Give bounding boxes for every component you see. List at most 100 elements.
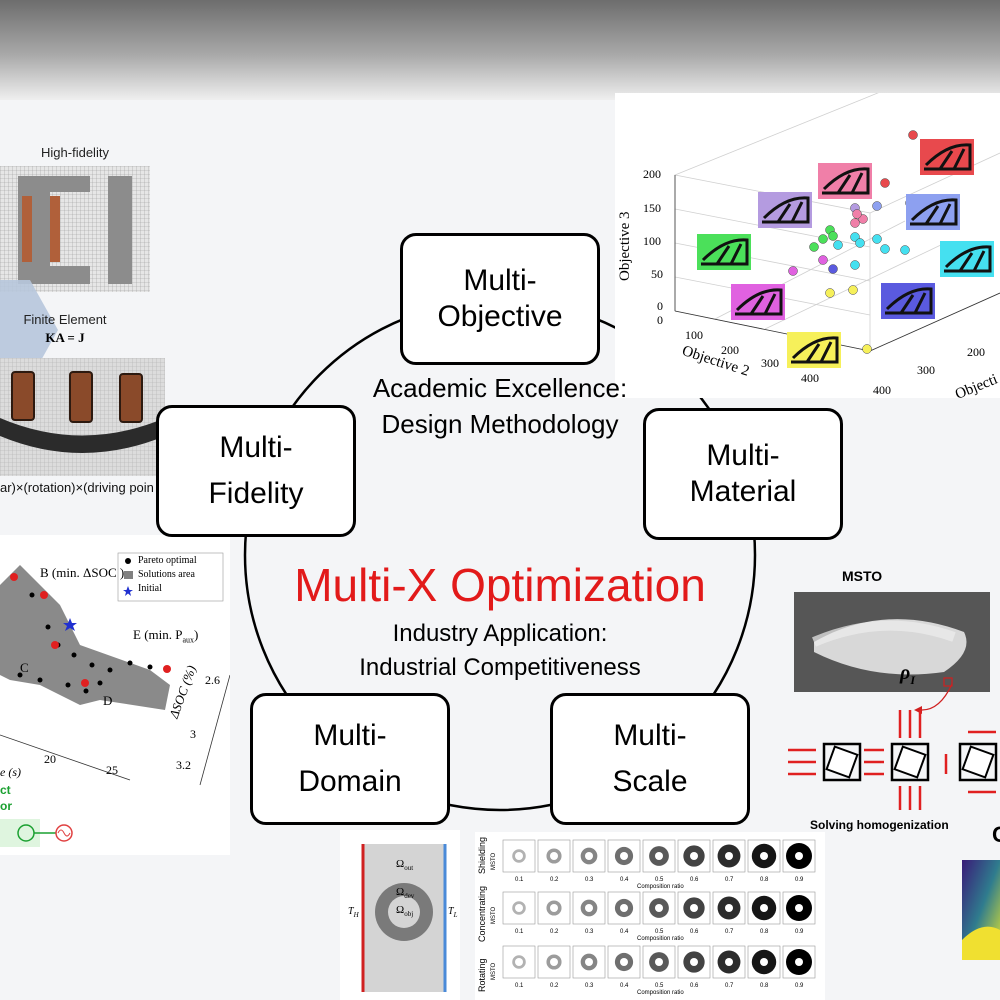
high-fidelity-mesh-image <box>0 166 150 292</box>
point-e-text: E (min. P <box>133 627 183 642</box>
y-tick-400: 400 <box>801 371 819 385</box>
finite-element-label: Finite Element <box>23 312 107 327</box>
ratio-cell <box>747 839 781 873</box>
green-label-2: or <box>0 799 12 813</box>
omega-obj-sub: obj <box>404 910 414 919</box>
objective-point <box>852 209 862 219</box>
high-fidelity-label: High-fidelity <box>41 145 109 160</box>
ratio-tick: 0.6 <box>690 877 699 883</box>
ratio-cell <box>712 945 746 979</box>
topology-thumbnail <box>758 192 812 228</box>
circuit-icon <box>0 819 73 847</box>
ratio-cell <box>502 945 536 979</box>
homogenization-cells <box>788 683 998 810</box>
ratio-cell <box>677 839 711 873</box>
msto-density-image <box>794 592 990 692</box>
node-multi-domain-text: Multi-Domain <box>298 713 401 805</box>
time-axis-label: e (s) <box>0 765 21 779</box>
z-tick-0: 0 <box>657 299 663 313</box>
topology-thumbnail <box>920 139 974 175</box>
time-tick-1: 20 <box>44 752 56 766</box>
objective-point <box>828 231 838 241</box>
ratio-tick: 0.5 <box>655 983 664 989</box>
y-tick-300: 300 <box>761 356 779 370</box>
th-label: TH <box>348 906 359 919</box>
x-tick-300: 300 <box>917 363 935 377</box>
ratio-tick: 0.3 <box>585 929 594 935</box>
objective-point <box>828 264 838 274</box>
objective-point <box>850 260 860 270</box>
omega-dev-symbol: Ω <box>396 886 405 898</box>
soc-tick-1: 2.6 <box>205 673 220 687</box>
ratio-tick: 0.2 <box>550 983 559 989</box>
top-gradient-bar <box>0 0 1000 100</box>
ratio-tick: 0.4 <box>620 929 629 935</box>
objective-point <box>848 285 858 295</box>
time-tick-2: 25 <box>106 763 118 777</box>
ratio-tick: 0.9 <box>795 983 804 989</box>
ratio-cell <box>537 839 571 873</box>
node-multi-objective-text: Multi-Objective <box>437 263 562 335</box>
ratio-axis-label: Composition ratio <box>637 936 684 942</box>
node-multi-scale-text: Multi-Scale <box>612 713 687 805</box>
objective-point <box>900 245 910 255</box>
topology-thumbnail <box>787 332 841 368</box>
objective3-axis-label: Objective 3 <box>617 211 633 281</box>
objective-point <box>880 178 890 188</box>
omega-dev-sub: dev <box>404 892 415 901</box>
point-e-label: E (min. Paux) <box>133 627 198 645</box>
ratio-tick: 0.9 <box>795 929 804 935</box>
objective-point <box>825 288 835 298</box>
ratio-cell <box>502 839 536 873</box>
objective-point <box>818 234 828 244</box>
msto-figure: MSTO ρI <box>780 560 1000 1000</box>
motor-mesh-image <box>0 358 165 476</box>
ratio-tick: 0.7 <box>725 877 734 883</box>
z-tick-50: 50 <box>651 267 663 281</box>
ratio-cell <box>642 891 676 925</box>
node-multi-fidelity-text: Multi-Fidelity <box>208 425 303 517</box>
ratio-cell <box>677 891 711 925</box>
objective-point <box>872 201 882 211</box>
green-label-1: ct <box>0 783 11 797</box>
node-multi-objective: Multi-Objective <box>400 233 600 365</box>
tl-label: TL <box>448 906 457 919</box>
msto-title: MSTO <box>842 568 883 584</box>
ratio-cell <box>782 839 816 873</box>
node-scale-line-1: Multi- <box>613 719 687 752</box>
academic-line-2: Design Methodology <box>381 409 619 439</box>
z-tick-200: 200 <box>643 167 661 181</box>
ratio-cell <box>607 945 641 979</box>
node-fidelity-line-2: Fidelity <box>208 477 304 510</box>
node-multi-material: Multi-Material <box>643 408 843 540</box>
z-tick-100: 100 <box>643 234 661 248</box>
domain-diagram <box>361 844 447 992</box>
rho-label: ρI <box>900 662 915 688</box>
th-sub: H <box>353 911 359 919</box>
pareto-plot <box>0 552 230 786</box>
z-tick-150: 150 <box>643 201 661 215</box>
topology-thumbnail <box>697 234 751 270</box>
ratio-tick: 0.3 <box>585 983 594 989</box>
topology-thumbnail <box>731 284 785 320</box>
objective-3d-plot <box>674 93 1000 368</box>
node-multi-domain: Multi-Domain <box>250 693 450 825</box>
ratio-tick: 0.7 <box>725 983 734 989</box>
ratio-tick: 0.8 <box>760 983 769 989</box>
rho-sub: I <box>910 673 915 687</box>
objective-point <box>809 242 819 252</box>
point-e-close: ) <box>194 627 199 642</box>
ratio-tick: 0.2 <box>550 877 559 883</box>
ratio-tick: 0.8 <box>760 929 769 935</box>
ratio-cell <box>642 945 676 979</box>
ratio-cell <box>782 891 816 925</box>
ratio-cell <box>747 891 781 925</box>
legend-pareto: Pareto optimal <box>138 555 197 566</box>
objective-point <box>833 240 843 250</box>
objective-figure: Objective 3 200 150 100 50 0 0 100 200 3… <box>615 93 1000 398</box>
omega-out-label: Ωout <box>396 858 413 872</box>
ratio-tick: 0.4 <box>620 877 629 883</box>
node-material-line-1: Multi- <box>706 439 780 472</box>
composition-figure: Shielding Concentrating Rotating MSTO MS… <box>475 832 825 1000</box>
ratio-cell <box>712 891 746 925</box>
